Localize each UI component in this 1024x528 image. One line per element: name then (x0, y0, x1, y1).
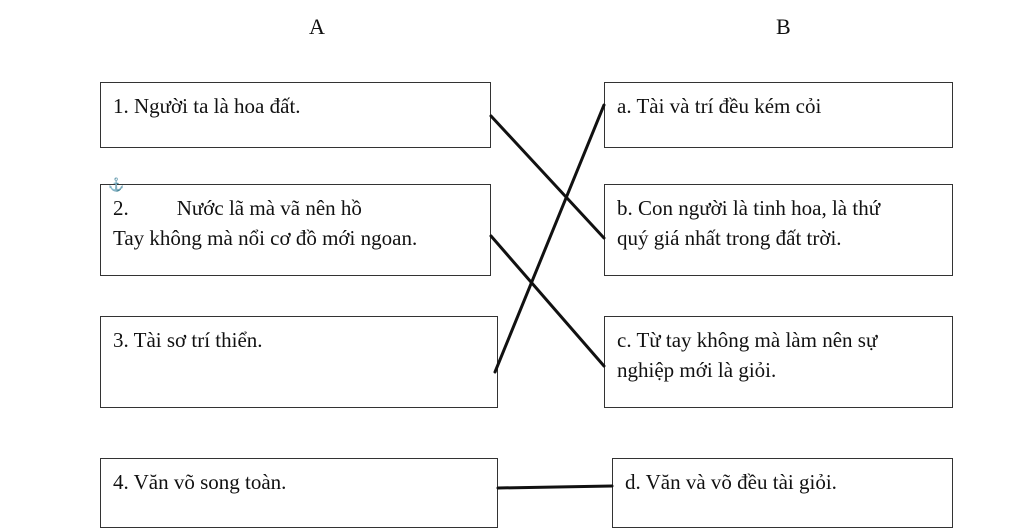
item-a4-text: 4. Văn võ song toàn. (113, 470, 287, 494)
item-a2-first: Nước lã mà vã nên hồ (176, 196, 362, 220)
item-a1-box: 1. Người ta là hoa đất. (100, 82, 491, 148)
match-line-1-b (489, 114, 606, 240)
item-b1-text: a. Tài và trí đều kém cỏi (617, 94, 822, 118)
column-a-header: A (309, 14, 325, 39)
item-b2-box: b. Con người là tinh hoa, là thứ quý giá… (604, 184, 953, 276)
column-b-header: B (776, 14, 791, 39)
item-b2-line-2: quý giá nhất trong đất trời. (617, 226, 842, 250)
item-a2-line-1: 2. Nước lã mà vã nên hồ (113, 193, 478, 223)
item-b2-line-1: b. Con người là tinh hoa, là thứ (617, 196, 881, 220)
item-b3-box: c. Từ tay không mà làm nên sự nghiệp mới… (604, 316, 953, 408)
item-a3-box: 3. Tài sơ trí thiển. (100, 316, 498, 408)
item-a1-text: 1. Người ta là hoa đất. (113, 94, 301, 118)
item-b1-box: a. Tài và trí đều kém cỏi (604, 82, 953, 148)
item-a2-box: 2. Nước lã mà vã nên hồ Tay không mà nổi … (100, 184, 491, 276)
anchor-icon: ⚓ (108, 177, 125, 192)
item-b3-line-2: nghiệp mới là giỏi. (617, 358, 777, 382)
item-b4-box: d. Văn và võ đều tài giỏi. (612, 458, 953, 528)
item-b3-line-1: c. Từ tay không mà làm nên sự (617, 328, 878, 352)
item-a4-box: 4. Văn võ song toàn. (100, 458, 498, 528)
item-a2-number: 2. (113, 196, 129, 220)
item-a2-line-2: Tay không mà nổi cơ đồ mới ngoan. (113, 226, 418, 250)
item-b4-text: d. Văn và võ đều tài giỏi. (625, 470, 837, 494)
match-line-3-a (493, 103, 606, 374)
item-a3-text: 3. Tài sơ trí thiển. (113, 328, 263, 352)
match-line-2-c (489, 234, 606, 368)
match-line-4-d (496, 484, 614, 490)
